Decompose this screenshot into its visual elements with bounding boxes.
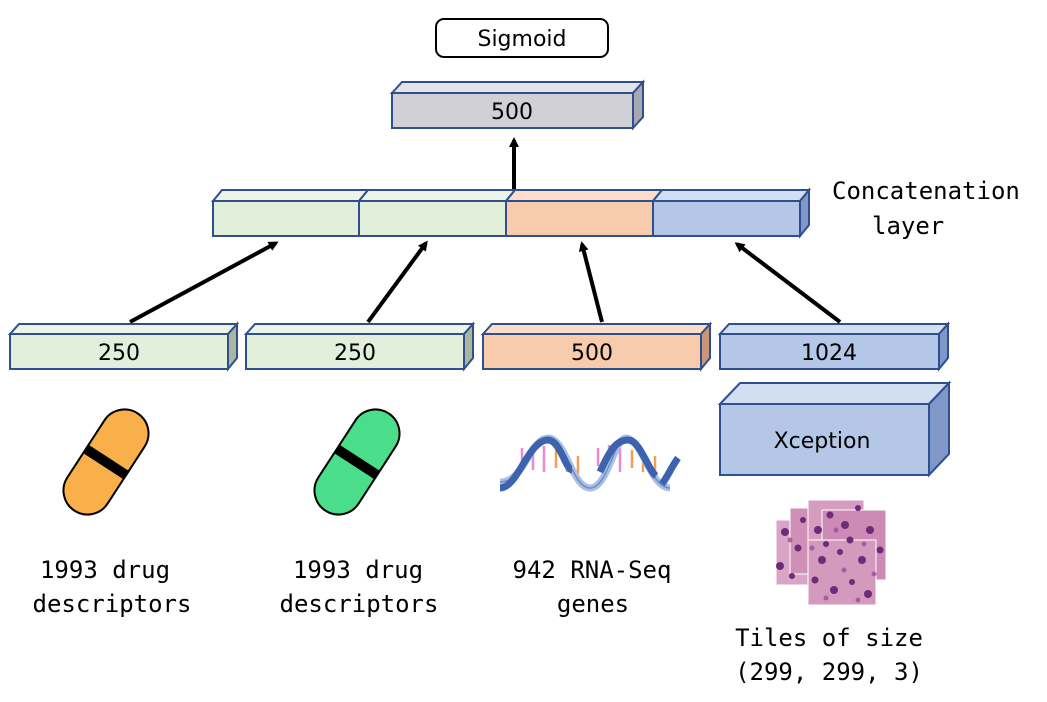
input-layer-value: 250 xyxy=(334,341,376,366)
input-caption-line1: Tiles of size xyxy=(735,624,923,652)
arrow-drug2-to-concat xyxy=(366,240,428,324)
sigmoid-label: Sigmoid xyxy=(477,27,566,52)
input-caption-line2: (299, 299, 3) xyxy=(735,658,923,686)
arrow-image-to-concat xyxy=(734,242,842,324)
input-layer-value: 500 xyxy=(571,341,613,366)
input-layer-rna: 500 xyxy=(480,321,713,372)
xception-block: Xception xyxy=(717,380,952,478)
pill-icon xyxy=(62,408,150,516)
dense-layer-500: 500 xyxy=(389,79,646,131)
input-caption-line2: descriptors xyxy=(33,590,192,618)
input-layer-value: 250 xyxy=(98,341,140,366)
concat-segment-drug-2 xyxy=(358,200,507,237)
sigmoid-box: Sigmoid xyxy=(435,18,609,58)
dense-layer-value: 500 xyxy=(491,100,533,125)
arrow-rna-to-concat xyxy=(578,241,604,323)
input-caption-line1: 1993 drug xyxy=(293,556,423,584)
tissue-tiles-icon xyxy=(775,499,887,606)
concatenation-label-line2: layer xyxy=(872,212,944,240)
dna-icon xyxy=(499,434,681,492)
arrows xyxy=(129,137,842,324)
input-layer-value: 1024 xyxy=(801,341,857,366)
input-layer-drug-2: 250 xyxy=(243,321,476,372)
concatenation-layer xyxy=(210,187,812,239)
xception-label: Xception xyxy=(774,429,871,454)
input-caption-line2: genes xyxy=(557,590,629,618)
pill-icon xyxy=(313,408,401,516)
concat-segment-drug-1 xyxy=(212,200,360,237)
arrow-drug1-to-concat xyxy=(129,241,279,324)
input-caption-line2: descriptors xyxy=(280,590,439,618)
concatenation-label-line1: Concatenation xyxy=(832,177,1020,205)
input-layer-drug-1: 250 xyxy=(7,321,240,372)
input-caption-line1: 942 RNA-Seq xyxy=(513,556,672,584)
input-layer-image: 1024 xyxy=(717,321,951,372)
concat-segment-rna xyxy=(505,200,654,237)
input-caption-line1: 1993 drug xyxy=(40,556,170,584)
concat-segment-image xyxy=(652,200,801,237)
